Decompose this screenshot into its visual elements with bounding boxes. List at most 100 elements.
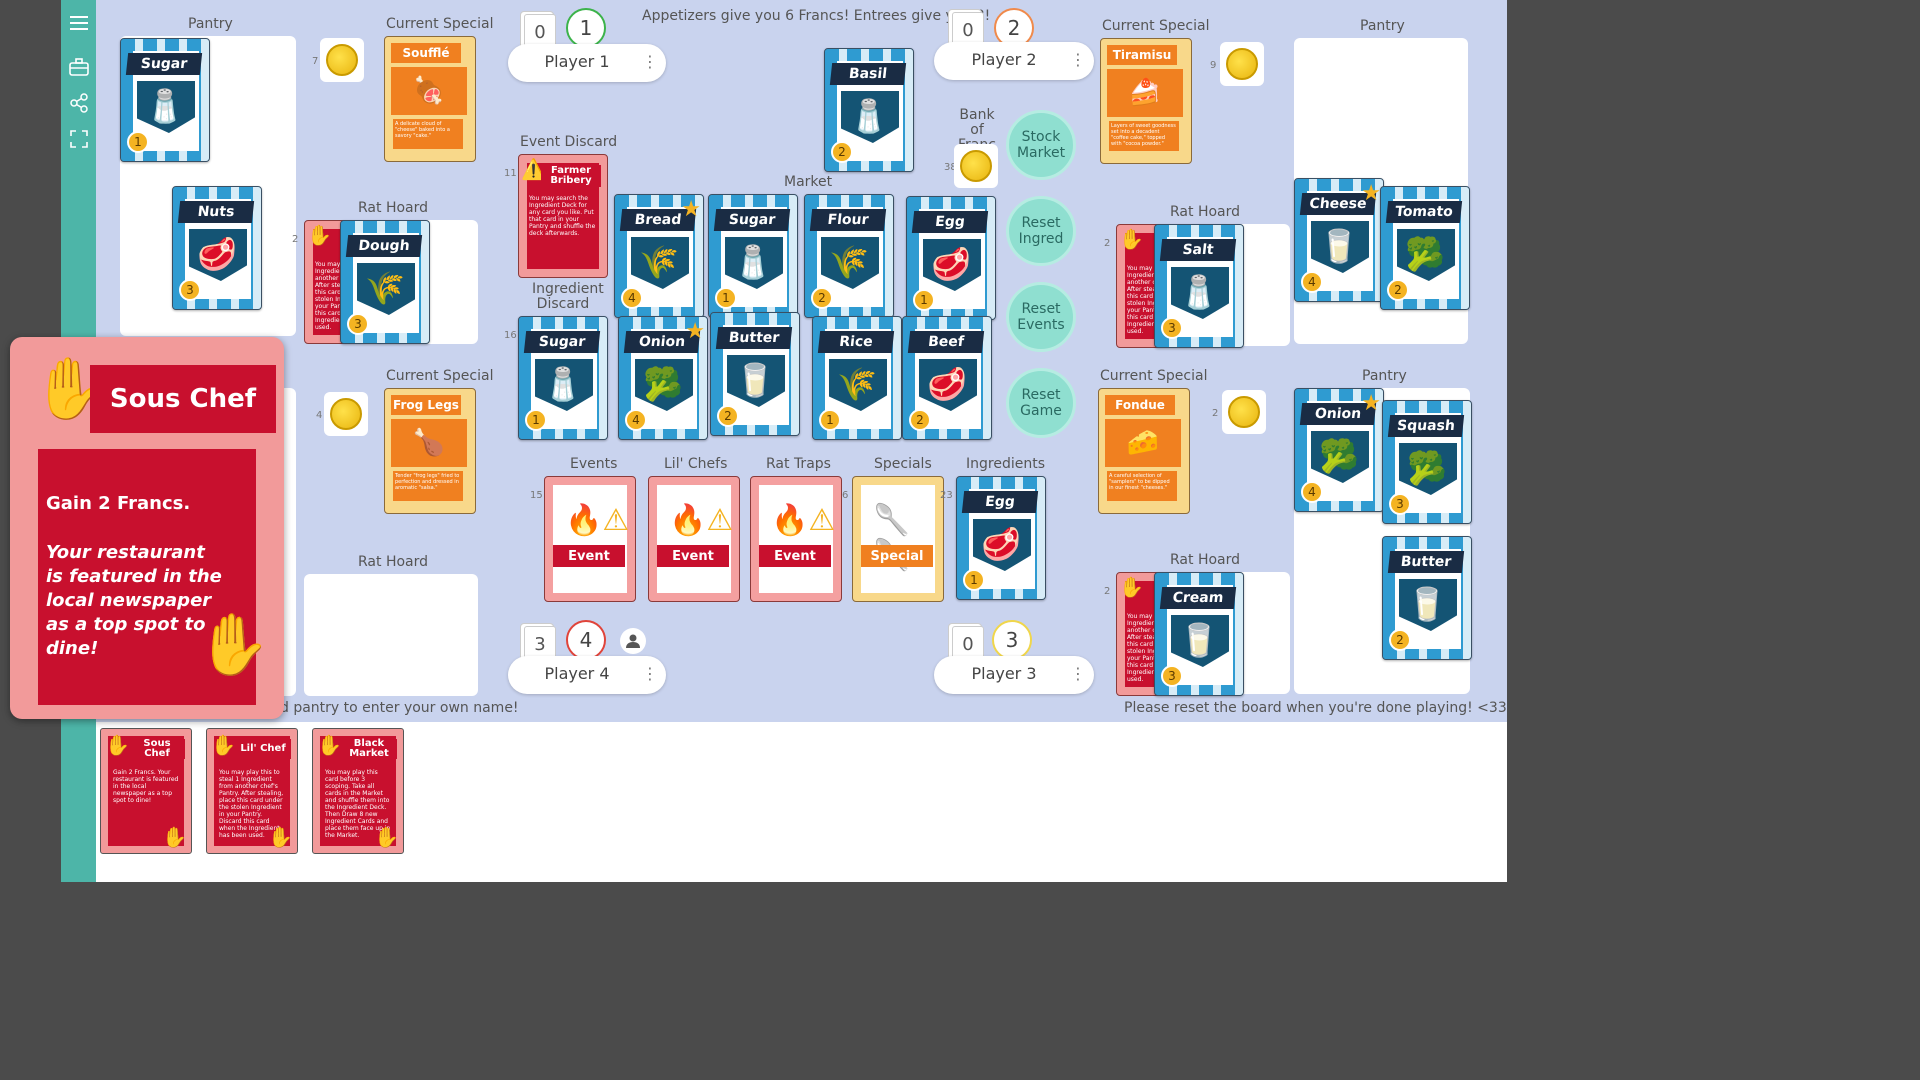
p2-name-pill[interactable]: Player 2 ⋮ — [934, 42, 1094, 80]
events-count: 15 — [530, 490, 543, 501]
market-card-bread[interactable]: Bread 🌾 4 ★ — [614, 194, 704, 318]
card-title: Sugar — [125, 53, 203, 75]
p4-special-label: Current Special — [386, 368, 494, 384]
p3-pantry-card-squash[interactable]: Squash 🥦 3 — [1382, 400, 1472, 524]
p4-coin[interactable] — [324, 392, 368, 436]
bank-coin[interactable] — [954, 144, 998, 188]
hand-card-black-market[interactable]: ✋ Black Market You may play this card be… — [312, 728, 404, 854]
reset-ingred-button[interactable]: Reset Ingred — [1006, 196, 1076, 266]
hand-icon: ✋ — [307, 223, 332, 247]
market-card-egg[interactable]: Egg 🥩 1 — [906, 196, 996, 320]
rat-traps-label: Rat Traps — [766, 456, 831, 472]
reset-game-button[interactable]: Reset Game — [1006, 368, 1076, 438]
p1-coin[interactable] — [320, 38, 364, 82]
basil-card[interactable]: Basil 🧂 2 — [824, 48, 914, 172]
p3-rat-card-cream[interactable]: Cream 🥛 3 — [1154, 572, 1244, 696]
p1-special-label: Current Special — [386, 16, 494, 32]
steak-icon: 🥩 — [981, 525, 1021, 563]
hand-icon: ✋ — [1119, 575, 1144, 599]
market-card-flour[interactable]: Flour 🌾 2 — [804, 194, 894, 318]
card-title: Butter — [715, 327, 793, 349]
stock-market-button[interactable]: Stock Market — [1006, 110, 1076, 180]
card-cost: 1 — [913, 289, 935, 311]
market-label: Market — [784, 174, 833, 190]
coin-icon — [330, 398, 362, 430]
more-icon[interactable]: ⋮ — [1070, 50, 1086, 69]
ingredients-count: 23 — [940, 490, 953, 501]
p1-rat-card-dough[interactable]: Dough 🌾 3 — [340, 220, 430, 344]
more-icon[interactable]: ⋮ — [642, 664, 658, 683]
card-title: Frog Legs — [391, 395, 461, 415]
deck-label: Event — [759, 545, 831, 567]
p2-pantry-card-tomato[interactable]: Tomato 🥦 2 — [1380, 186, 1470, 310]
p2-rat-card-salt[interactable]: Salt 🧂 3 — [1154, 224, 1244, 348]
card-cost: 1 — [715, 287, 737, 309]
card-cost: 1 — [525, 409, 547, 431]
market-card-onion[interactable]: Onion 🥦 4 ★ — [618, 316, 708, 440]
star-icon: ★ — [685, 319, 705, 344]
rat-traps-deck[interactable]: 🔥⚠ Event — [750, 476, 842, 602]
p1-pantry-card-sugar[interactable]: Sugar 🧂 1 — [120, 38, 210, 162]
broccoli-icon: 🥦 — [1407, 449, 1447, 487]
p3-special-card[interactable]: Fondue 🧀 A careful selection of "sampler… — [1098, 388, 1190, 514]
market-card-beef[interactable]: Beef 🥩 2 — [902, 316, 992, 440]
p2-pantry-card-cheese[interactable]: Cheese 🥛 4 ★ — [1294, 178, 1384, 302]
p3-coin[interactable] — [1222, 390, 1266, 434]
user-icon[interactable] — [620, 628, 646, 654]
p2-coin[interactable] — [1220, 42, 1264, 86]
star-icon: ★ — [1361, 391, 1381, 416]
briefcase-icon[interactable] — [68, 56, 89, 77]
card-text: Gain 2 Francs. Your restaurant is featur… — [113, 769, 179, 804]
salt-shaker-icon: 🧂 — [543, 365, 583, 403]
p4-name-pill[interactable]: Player 4 ⋮ — [508, 656, 666, 694]
market-card-sugar[interactable]: Sugar 🧂 1 — [708, 194, 798, 318]
more-icon[interactable]: ⋮ — [642, 52, 658, 71]
p1-pantry-label: Pantry — [188, 16, 233, 32]
p3-pantry-card-onion[interactable]: Onion 🥦 4 ★ — [1294, 388, 1384, 512]
more-icon[interactable]: ⋮ — [1070, 664, 1086, 683]
game-board: Appetizers give you 6 Francs! Entrees gi… — [96, 0, 1507, 722]
card-title: Lil' Chef — [235, 739, 291, 759]
hand-card-lil-chef[interactable]: ✋ Lil' Chef You may play this to steal 1… — [206, 728, 298, 854]
card-cost: 2 — [717, 405, 739, 427]
ingredient-discard-card[interactable]: Sugar 🧂 1 — [518, 316, 608, 440]
p3-pantry-card-butter[interactable]: Butter 🥛 2 — [1382, 536, 1472, 660]
reset-events-button[interactable]: Reset Events — [1006, 282, 1076, 352]
p4-rat-hoard-label: Rat Hoard — [358, 554, 429, 570]
bank-count: 38 — [944, 162, 957, 173]
card-title: Sugar — [713, 209, 791, 231]
p4-coin-count: 4 — [316, 410, 323, 421]
card-cost: 3 — [1161, 665, 1183, 687]
card-cost: 4 — [625, 409, 647, 431]
p1-pantry-card-nuts[interactable]: Nuts 🥩 3 — [172, 186, 262, 310]
p1-special-card[interactable]: Soufflé 🍖 A delicate cloud of "cheese" b… — [384, 36, 476, 162]
card-title: Beef — [907, 331, 985, 353]
p4-rat-hoard-zone[interactable] — [304, 574, 478, 696]
fullscreen-icon[interactable] — [68, 128, 89, 149]
card-title: Basil — [829, 63, 907, 85]
event-discard-card[interactable]: ⚠️ Farmer Bribery You may search the Ing… — [518, 154, 608, 278]
share-icon[interactable] — [68, 92, 89, 113]
card-cost: 3 — [1161, 317, 1183, 339]
deck-label: Special — [861, 545, 933, 567]
market-card-rice[interactable]: Rice 🌾 1 — [812, 316, 902, 440]
market-card-butter[interactable]: Butter 🥛 2 — [710, 312, 800, 436]
p1-name-pill[interactable]: Player 1 ⋮ — [508, 44, 666, 82]
events-deck[interactable]: 🔥⚠ Event — [544, 476, 636, 602]
ingredients-deck[interactable]: Egg 🥩 1 — [956, 476, 1046, 600]
card-title: Butter — [1387, 551, 1465, 573]
p3-pantry-label: Pantry — [1362, 368, 1407, 384]
p2-special-card[interactable]: Tiramisu 🍰 Layers of sweet goodness set … — [1100, 38, 1192, 164]
menu-icon[interactable] — [68, 12, 89, 33]
broccoli-icon: 🥦 — [643, 365, 683, 403]
specials-deck[interactable]: 🥄🥄 Special — [852, 476, 944, 602]
hand-icon: ✋ — [317, 733, 342, 757]
p4-special-card[interactable]: Frog Legs 🍗 Tender "frog legs" fried to … — [384, 388, 476, 514]
card-preview-sous-chef: ✋ Sous Chef Gain 2 Francs. Your restaura… — [10, 337, 284, 719]
hand-card-sous-chef[interactable]: ✋ Sous Chef Gain 2 Francs. Your restaura… — [100, 728, 192, 854]
card-cost: 3 — [1389, 493, 1411, 515]
hand-icon: ✋ — [105, 733, 130, 757]
lil-chefs-deck[interactable]: 🔥⚠ Event — [648, 476, 740, 602]
card-title: Rice — [817, 331, 895, 353]
p3-name-pill[interactable]: Player 3 ⋮ — [934, 656, 1094, 694]
